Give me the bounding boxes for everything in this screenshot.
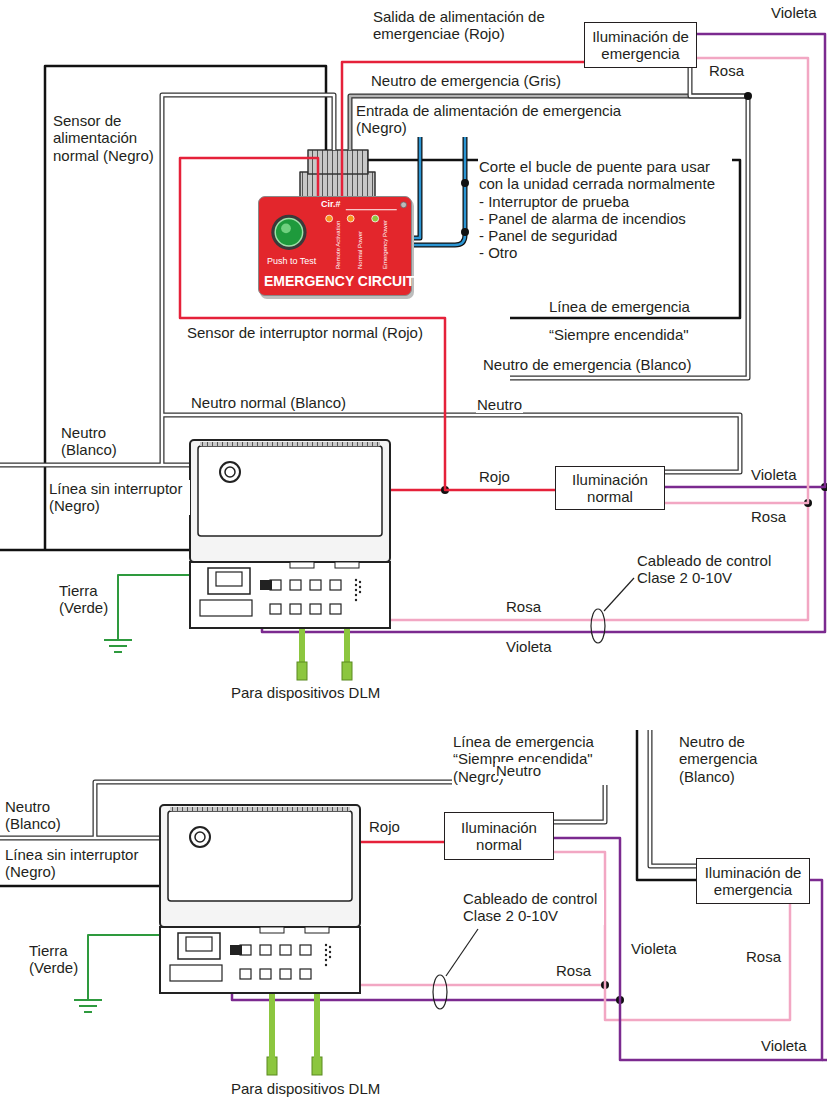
device-label: Push to Test <box>267 257 316 267</box>
junction-dots <box>441 92 827 1004</box>
normal-light-box: Iluminación normal <box>555 466 665 510</box>
wire-label: Neutro normal (Blanco) <box>190 394 347 411</box>
wire-label: “Siempre encendida" <box>548 326 690 343</box>
node-label: Iluminación normal <box>560 471 660 506</box>
bottom-wiring <box>0 730 827 1060</box>
wire-label: Sensor de alimentación normal (Negro) <box>52 112 158 164</box>
wire-label: Rosa <box>745 948 782 965</box>
wire-label: Neutro (Blanco) <box>4 798 81 833</box>
wire-label: Rosa <box>750 508 787 525</box>
wire-label: Violeta <box>750 466 798 483</box>
wire-label: Para dispositivos DLM <box>230 1080 381 1097</box>
wire-label: Violeta <box>770 4 818 21</box>
wire-label: Neutro (Blanco) <box>60 424 137 459</box>
wire-label: Línea de emergencia <box>548 298 691 315</box>
lighting-controller <box>190 440 390 628</box>
note-item: - Interruptor de prueba <box>479 193 731 210</box>
wire-label: Neutro <box>476 396 523 413</box>
device-label: Emergency Power <box>382 220 389 269</box>
top-wiring <box>0 66 825 678</box>
node-label: Iluminación de emergencia <box>589 28 692 63</box>
emergency-light-box: Iluminación de emergencia <box>584 22 697 68</box>
wire-label: Neutro de emergencia (Blanco) <box>678 733 780 785</box>
wire-label: Neutro de emergencia (Blanco) <box>482 356 692 373</box>
wire-label: Neutro <box>495 762 542 779</box>
note-item: - Panel de alarma de incendios <box>479 210 731 227</box>
note-item: - Otro <box>479 244 731 261</box>
wire-label: Tierra (Verde) <box>58 582 115 617</box>
wire-label: Salida de alimentación de emergenciae (R… <box>372 8 559 43</box>
node-label: Iluminación normal <box>449 819 549 854</box>
wire-label: Línea sin interruptor (Negro) <box>48 480 190 515</box>
wire-label: Neutro de emergencia (Gris) <box>370 72 562 89</box>
wire-label: Entrada de alimentación de emergencia (N… <box>355 102 657 137</box>
wire-label: Rosa <box>505 598 542 615</box>
device-label: Normal Power <box>357 231 364 269</box>
wire-label: Sensor de interruptor normal (Rojo) <box>186 324 424 341</box>
wire-label: Tierra (Verde) <box>28 942 85 977</box>
device-label: Remote Activation <box>335 221 342 269</box>
lighting-controller <box>160 805 360 993</box>
wire-label: Rosa <box>555 962 592 979</box>
note-item: - Panel de seguridad <box>479 227 731 244</box>
wire-label: Rojo <box>368 818 401 835</box>
emergency-light-box: Iluminación de emergencia <box>696 858 810 904</box>
wire-label: Violeta <box>505 638 553 655</box>
node-label: Iluminación de emergencia <box>701 864 805 899</box>
device-label: Cir.# <box>321 200 341 210</box>
ground-symbol <box>104 640 132 652</box>
wire-label: Violeta <box>760 1037 808 1054</box>
wire-label: Cableado de control Clase 2 0-10V <box>462 890 604 925</box>
note-text: Corte el bucle de puente para usar con l… <box>479 158 731 193</box>
wire-label: Rosa <box>708 62 745 79</box>
wire-connector <box>665 58 808 503</box>
emergency-circuit-unit: Cir.# Remote Activation Normal Power Emerge… <box>258 196 412 296</box>
ground-symbol <box>74 1000 102 1012</box>
device-label: EMERGENCY CIRCUIT <box>264 274 415 289</box>
connector-nut <box>300 172 375 198</box>
wire-label: Línea sin interruptor (Negro) <box>4 846 151 881</box>
wire-label: Rojo <box>478 468 511 485</box>
wire-label: Violeta <box>630 940 678 957</box>
note-block: Corte el bucle de puente para usar con l… <box>478 158 732 262</box>
wire-label: Cableado de control Clase 2 0-10V <box>636 552 788 587</box>
wire-label: Para dispositivos DLM <box>230 684 381 701</box>
wire-connector <box>554 838 822 1060</box>
normal-light-box: Iluminación normal <box>444 812 554 860</box>
